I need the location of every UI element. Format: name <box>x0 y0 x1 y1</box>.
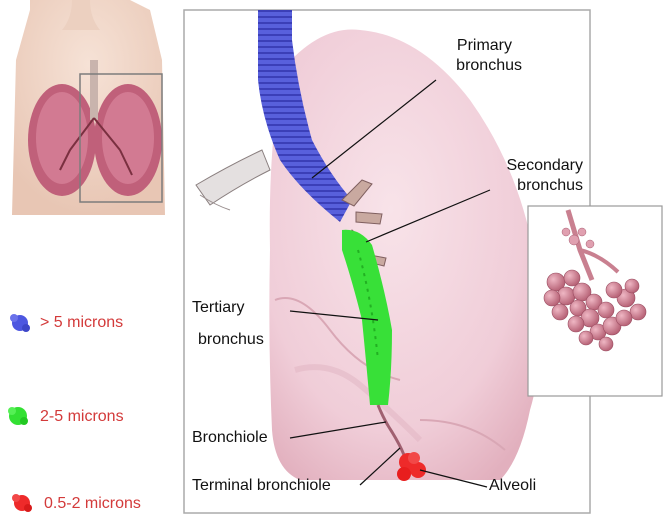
label-primary-line1: Primary <box>392 36 512 55</box>
label-secondary-line1: Secondary <box>460 156 583 175</box>
label-secondary-line2: bronchus <box>460 176 583 195</box>
label-primary-line2: bronchus <box>392 56 522 75</box>
legend-swatch-blue <box>10 314 30 332</box>
label-bronchiole: Bronchiole <box>192 428 268 447</box>
legend-text-large: > 5 microns <box>40 313 123 332</box>
label-tertiary-line1: Tertiary <box>192 298 244 317</box>
legend-swatches <box>8 314 32 512</box>
alveoli-inset <box>528 206 662 396</box>
legend-text-small: 0.5-2 microns <box>44 494 141 513</box>
label-alveoli: Alveoli <box>489 476 536 495</box>
legend-swatch-green <box>8 407 28 425</box>
label-tertiary-line2: bronchus <box>198 330 264 349</box>
label-terminal-bronchiole: Terminal bronchiole <box>192 476 331 495</box>
legend-swatch-red <box>12 494 32 512</box>
legend-text-medium: 2-5 microns <box>40 407 124 426</box>
torso-thumbnail <box>12 0 165 215</box>
